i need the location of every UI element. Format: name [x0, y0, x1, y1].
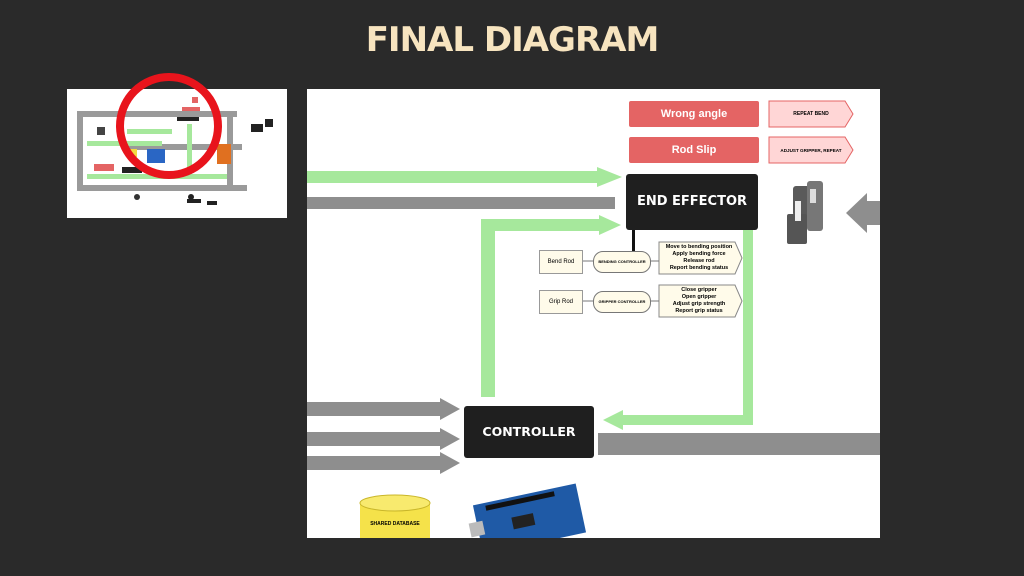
- gray-input-arrow-3: [307, 456, 442, 470]
- arduino-board-image: [468, 483, 587, 538]
- action-chevron-adjust: [768, 136, 854, 164]
- green-arrow-vertical: [481, 219, 495, 397]
- bend-actions-list: Move to bending position Apply bending f…: [661, 244, 737, 272]
- gripper-image: [787, 181, 823, 244]
- bend-rod-box: Bend Rod: [539, 250, 583, 274]
- bending-controller-pill: BENDING CONTROLLER: [593, 251, 651, 273]
- grip-action-3: Adjust grip strength: [672, 301, 726, 307]
- grip-actions-list: Close gripper Open gripper Adjust grip s…: [661, 287, 737, 315]
- grip-action-1: Close gripper: [681, 287, 717, 293]
- green-return-path: [743, 229, 753, 425]
- action-chevron-repeat: [768, 100, 854, 128]
- gripper-controller-pill: GRIPPER CONTROLLER: [593, 291, 651, 313]
- bend-action-1: Move to bending position: [665, 244, 733, 250]
- gray-input-arrow-1: [307, 402, 442, 416]
- gray-bar-top: [307, 197, 615, 209]
- bend-action-2: Apply bending force: [672, 251, 726, 257]
- action-adjust-gripper: ADJUST GRIPPER, REPEAT: [780, 148, 842, 153]
- bend-action-3: Release rod: [683, 258, 715, 264]
- bend-actions-chevron: [658, 241, 743, 275]
- error-wrong-angle: Wrong angle: [629, 101, 759, 127]
- grip-rod-box: Grip Rod: [539, 290, 583, 314]
- gray-input-arrow-2: [307, 432, 442, 446]
- slide-title: FINAL DIAGRAM: [365, 20, 660, 60]
- grip-action-2: Open gripper: [681, 294, 717, 300]
- action-repeat-bend: REPEAT BEND: [793, 111, 829, 117]
- connector-layer: [307, 100, 880, 538]
- gray-arrow-right: [846, 193, 867, 233]
- end-effector-node: END EFFECTOR: [626, 174, 758, 230]
- bend-action-4: Report bending status: [669, 265, 729, 271]
- shared-database-label: SHARED DATABASE: [370, 521, 420, 527]
- error-rod-slip: Rod Slip: [629, 137, 759, 163]
- diagram-panel: Wrong angle Rod Slip REPEAT BEND ADJUST …: [307, 89, 880, 538]
- gray-output-bar: [598, 433, 880, 455]
- grip-action-4: Report grip status: [675, 308, 723, 314]
- highlight-circle: [116, 73, 222, 179]
- controller-node: CONTROLLER: [464, 406, 594, 458]
- green-arrow-top: [307, 171, 599, 183]
- grip-actions-chevron: [658, 284, 743, 318]
